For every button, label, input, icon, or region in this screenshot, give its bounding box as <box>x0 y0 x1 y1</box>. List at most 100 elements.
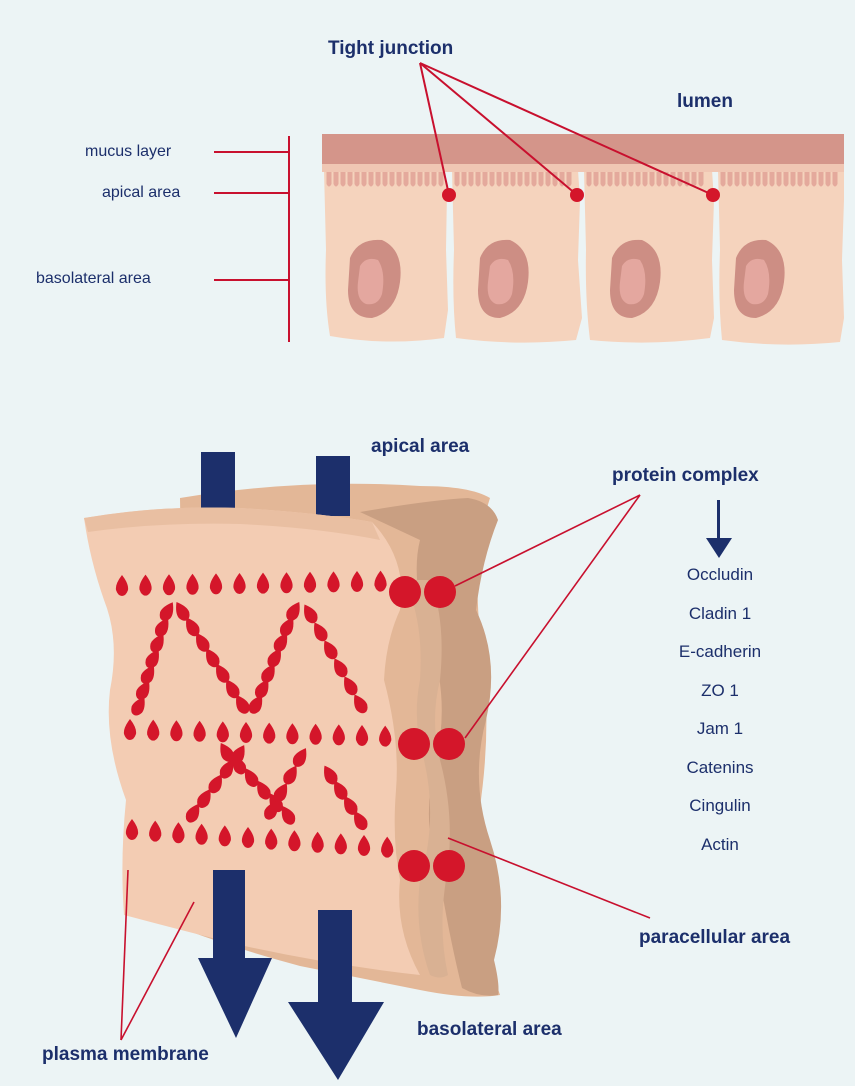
microvillus <box>826 172 831 187</box>
microvillus <box>735 172 740 187</box>
microvillus <box>439 172 444 187</box>
microvillus <box>411 172 416 187</box>
microvillus <box>692 172 697 187</box>
microvillus <box>476 172 481 187</box>
microvillus <box>418 172 423 187</box>
microvillus <box>532 172 537 187</box>
microvillus <box>721 172 726 187</box>
microvillus <box>657 172 662 187</box>
basolateral-arrow-head-2 <box>288 1002 384 1080</box>
bottom-basolateral-area-label: basolateral area <box>417 1019 562 1041</box>
microvillus <box>334 172 339 187</box>
protein-item: Catenins <box>640 757 800 796</box>
protein-list: Occludin Cladin 1 E-cadherin ZO 1 Jam 1 … <box>640 564 800 872</box>
protein-item: Jam 1 <box>640 718 800 757</box>
microvillus <box>483 172 488 187</box>
mucus-layer-label: mucus layer <box>85 143 171 161</box>
microvillus <box>362 172 367 187</box>
protein-item: E-cadherin <box>640 641 800 680</box>
tight-junction-label: Tight junction <box>328 38 453 60</box>
microvillus <box>567 172 572 187</box>
basolateral-area-label: basolateral area <box>36 270 151 288</box>
microvillus <box>546 172 551 187</box>
microvillus <box>390 172 395 187</box>
microvillus <box>341 172 346 187</box>
protein-complex-arrow-shaft <box>717 500 720 540</box>
microvilli <box>322 164 844 187</box>
protein-complex-label: protein complex <box>612 465 759 487</box>
microvillus <box>469 172 474 187</box>
microvillus <box>376 172 381 187</box>
tight-junction-dot-1 <box>442 188 456 202</box>
nucleolus-1 <box>358 259 384 304</box>
microvillus <box>833 172 838 187</box>
microvillus <box>462 172 467 187</box>
microvillus <box>622 172 627 187</box>
microvillus <box>348 172 353 187</box>
nucleolus-2 <box>488 259 514 304</box>
lumen-label: lumen <box>677 91 733 113</box>
microvillus <box>699 172 704 187</box>
microvillus <box>432 172 437 187</box>
microvillus <box>504 172 509 187</box>
tight-junction-dot-2 <box>570 188 584 202</box>
protein-item: Actin <box>640 834 800 873</box>
basolateral-arrow-shaft-1 <box>213 870 245 960</box>
microvillus <box>791 172 796 187</box>
protein-item: Occludin <box>640 564 800 603</box>
microvillus <box>497 172 502 187</box>
microvillus <box>812 172 817 187</box>
protein-item: Cingulin <box>640 795 800 834</box>
nucleolus-4 <box>744 259 770 304</box>
microvillus <box>397 172 402 187</box>
microvillus <box>608 172 613 187</box>
apical-border <box>322 164 844 172</box>
microvillus <box>798 172 803 187</box>
microvillus <box>425 172 430 187</box>
plasma-membrane-label: plasma membrane <box>42 1044 209 1066</box>
microvillus <box>490 172 495 187</box>
microvillus <box>742 172 747 187</box>
microvillus <box>525 172 530 187</box>
microvillus <box>518 172 523 187</box>
paracellular-area-label: paracellular area <box>639 927 790 949</box>
microvillus <box>539 172 544 187</box>
epithelium-top-diagram <box>214 63 844 345</box>
layer-bracket <box>214 136 289 342</box>
microvillus <box>383 172 388 187</box>
microvillus <box>770 172 775 187</box>
microvillus <box>784 172 789 187</box>
microvillus <box>629 172 634 187</box>
microvillus <box>369 172 374 187</box>
apical-arrow-shaft-2 <box>316 456 350 516</box>
microvillus <box>650 172 655 187</box>
microvillus <box>777 172 782 187</box>
microvillus <box>601 172 606 187</box>
apical-area-label: apical area <box>102 184 180 202</box>
basolateral-arrow-shaft-2 <box>318 910 352 1010</box>
microvillus <box>728 172 733 187</box>
protein-complex-arrow <box>706 538 732 558</box>
microvillus <box>404 172 409 187</box>
microvillus <box>763 172 768 187</box>
bottom-apical-area-label: apical area <box>371 436 469 458</box>
microvillus <box>671 172 676 187</box>
microvillus <box>511 172 516 187</box>
microvillus <box>756 172 761 187</box>
microvillus <box>327 172 332 187</box>
microvillus <box>455 172 460 187</box>
microvillus <box>805 172 810 187</box>
nucleolus-3 <box>620 259 646 304</box>
apical-arrow-shaft-1 <box>201 452 235 512</box>
front-membrane <box>84 507 420 975</box>
tight-junction-3d-diagram <box>84 452 732 1080</box>
protein-item: ZO 1 <box>640 680 800 719</box>
microvillus <box>615 172 620 187</box>
mucus-layer <box>322 134 844 164</box>
microvillus <box>594 172 599 187</box>
basolateral-arrow-head-1 <box>198 958 272 1038</box>
microvillus <box>355 172 360 187</box>
protein-item: Cladin 1 <box>640 603 800 642</box>
microvillus <box>819 172 824 187</box>
microvillus <box>749 172 754 187</box>
